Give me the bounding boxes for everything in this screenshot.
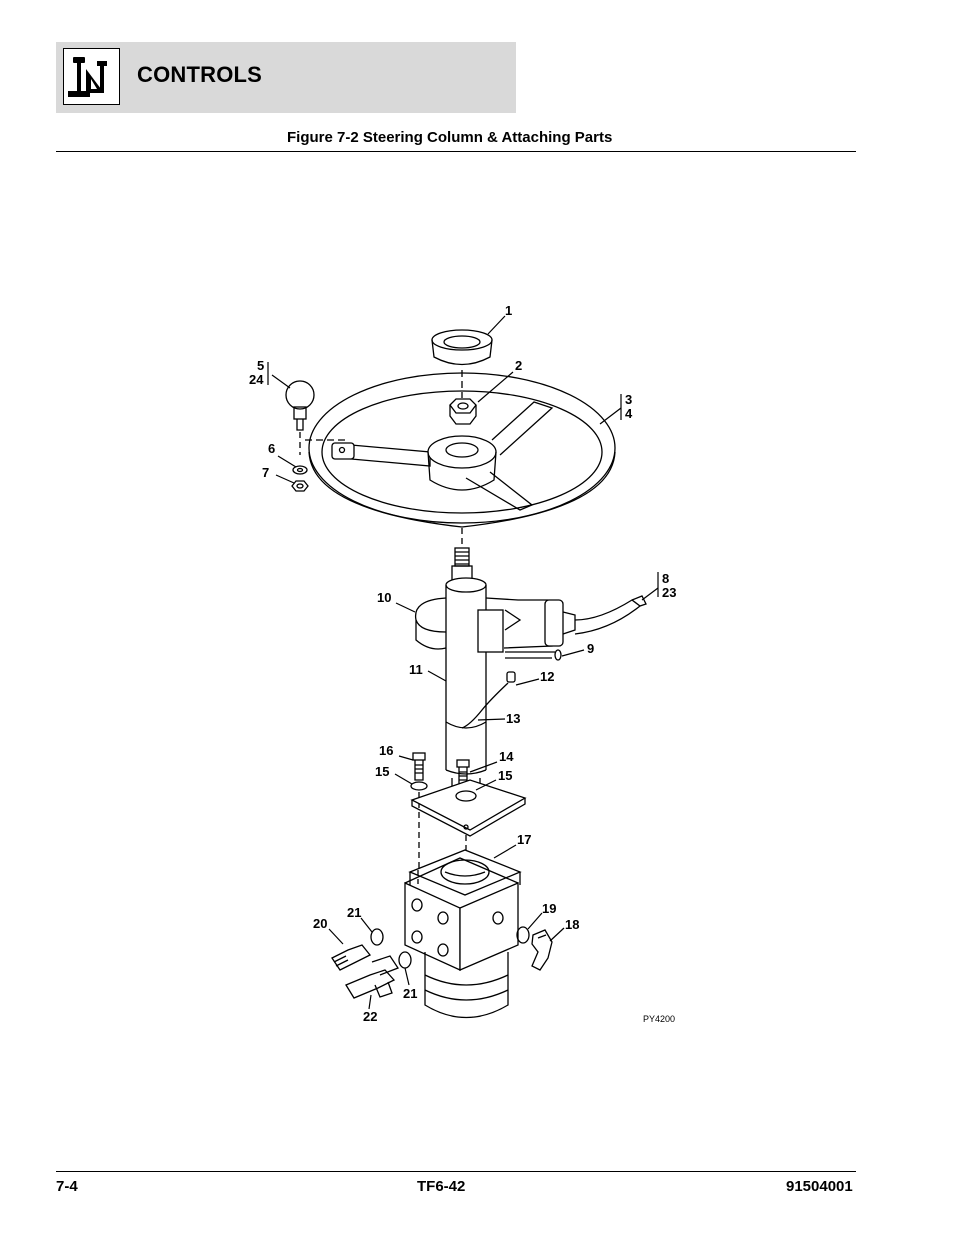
callout-19: 19	[542, 901, 556, 916]
callout-20: 20	[313, 916, 327, 931]
callout-8: 8	[662, 571, 669, 586]
section-title: CONTROLS	[137, 62, 263, 87]
callout-18: 18	[565, 917, 579, 932]
header-rule	[56, 151, 856, 152]
splined-shaft	[451, 547, 473, 583]
column-clamp	[414, 597, 553, 653]
steering-wheel	[308, 372, 616, 528]
bolt-14	[456, 759, 470, 789]
callout-21a: 21	[347, 905, 361, 920]
turn-signal-switch	[544, 595, 647, 647]
steering-unit	[404, 849, 522, 1019]
page-number: 7-4	[56, 1178, 78, 1195]
steering-column-tube	[445, 577, 487, 800]
callout-2: 2	[515, 358, 522, 373]
footer-rule	[56, 1171, 856, 1172]
document-number: 91504001	[786, 1178, 853, 1195]
callout-15b: 15	[498, 768, 512, 783]
horn-cap	[431, 329, 493, 366]
tee-fitting-22	[345, 955, 399, 999]
callout-6: 6	[268, 441, 275, 456]
callout-9: 9	[587, 641, 594, 656]
callout-12: 12	[540, 669, 554, 684]
figure-code: PY4200	[643, 1014, 675, 1024]
controls-logo	[63, 48, 120, 105]
model-number: TF6-42	[417, 1178, 466, 1195]
callout-23: 23	[662, 585, 676, 600]
callout-13: 13	[506, 711, 520, 726]
callout-11: 11	[409, 662, 423, 677]
header-band	[56, 42, 516, 113]
callout-16: 16	[379, 743, 393, 758]
callout-10: 10	[377, 590, 391, 605]
callout-1: 1	[505, 303, 512, 318]
spinner-knob	[285, 380, 315, 431]
fitting-20	[331, 944, 372, 971]
figure-title: Figure 7-2 Steering Column & Attaching P…	[287, 129, 613, 146]
callout-4: 4	[625, 406, 633, 421]
callout-15a: 15	[375, 764, 389, 779]
callout-24: 24	[249, 372, 264, 387]
callout-7: 7	[262, 465, 269, 480]
callout-14: 14	[499, 749, 514, 764]
control-lever-icon	[68, 57, 107, 97]
hex-nut	[449, 398, 477, 425]
elbow-fitting-18	[531, 929, 553, 971]
callout-21b: 21	[403, 986, 417, 1001]
mounting-plate	[410, 779, 527, 837]
bolt-16	[412, 752, 426, 781]
callout-3: 3	[625, 392, 632, 407]
callout-17: 17	[517, 832, 531, 847]
callout-5: 5	[257, 358, 264, 373]
callout-22: 22	[363, 1009, 377, 1024]
